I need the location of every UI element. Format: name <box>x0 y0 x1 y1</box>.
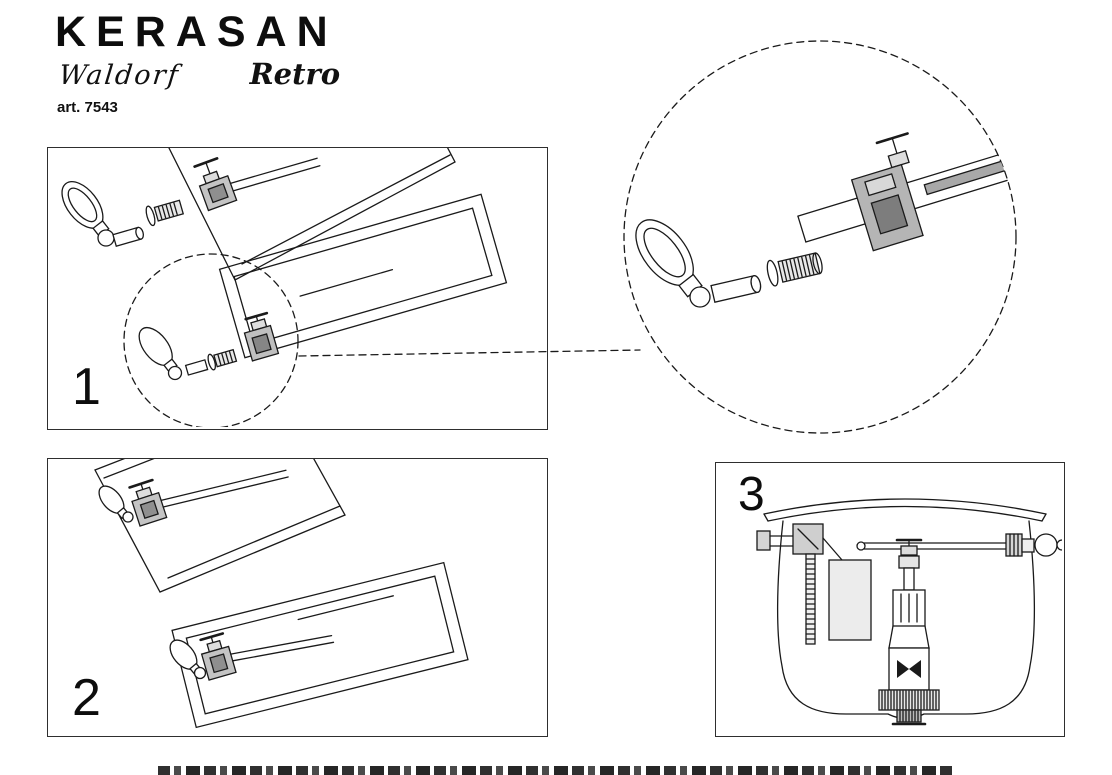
series-name: Retro <box>249 57 341 92</box>
step3-cistern-section <box>756 498 1062 726</box>
step-3-panel: 3 <box>715 462 1065 737</box>
step-2-panel: 2 <box>47 458 548 737</box>
collection-name: Waldorf <box>57 60 182 92</box>
handle-step2-lid <box>169 639 207 680</box>
brand-logo: KERASAN <box>55 8 338 56</box>
article-number: art. 7543 <box>57 99 118 117</box>
step2-assembled-drawing <box>94 459 469 729</box>
mounting-bracket <box>243 311 280 362</box>
cistern-body-step2 <box>94 459 346 593</box>
trip-lever-mechanism <box>193 157 321 212</box>
flush-handle-magnified <box>635 219 762 308</box>
fill-valve <box>756 523 872 645</box>
detail-leader-line <box>298 349 641 357</box>
step-3-label: 3 <box>738 468 765 521</box>
cropped-footer-text <box>158 766 953 775</box>
step-2-label: 2 <box>72 669 101 727</box>
flush-handle-small <box>138 326 238 381</box>
side-flush-knob <box>1005 533 1062 557</box>
step-1-panel: 1 <box>47 147 548 430</box>
lid-profile <box>763 498 1047 522</box>
magnified-detail-drawing <box>623 40 1017 434</box>
cistern-body <box>168 148 456 281</box>
cistern-lid <box>218 193 508 359</box>
flush-valve <box>878 538 940 726</box>
step-1-label: 1 <box>72 358 101 416</box>
step1-exploded-drawing <box>61 148 508 427</box>
handle-step2-top <box>98 485 134 523</box>
flush-handle <box>61 181 145 247</box>
detail-callout-circle <box>123 253 299 427</box>
brand-block: KERASAN Waldorf Retro art. 7543 <box>55 8 341 117</box>
lever-mechanism-step2 <box>128 469 289 527</box>
threaded-bush-magnified <box>766 252 823 287</box>
lever-mechanism-on-lid <box>199 632 335 681</box>
trip-lever-rod <box>856 541 1007 551</box>
lid-rail-and-bracket <box>797 132 1016 252</box>
threaded-bush <box>145 199 185 227</box>
magnifier-circle <box>623 40 1017 434</box>
